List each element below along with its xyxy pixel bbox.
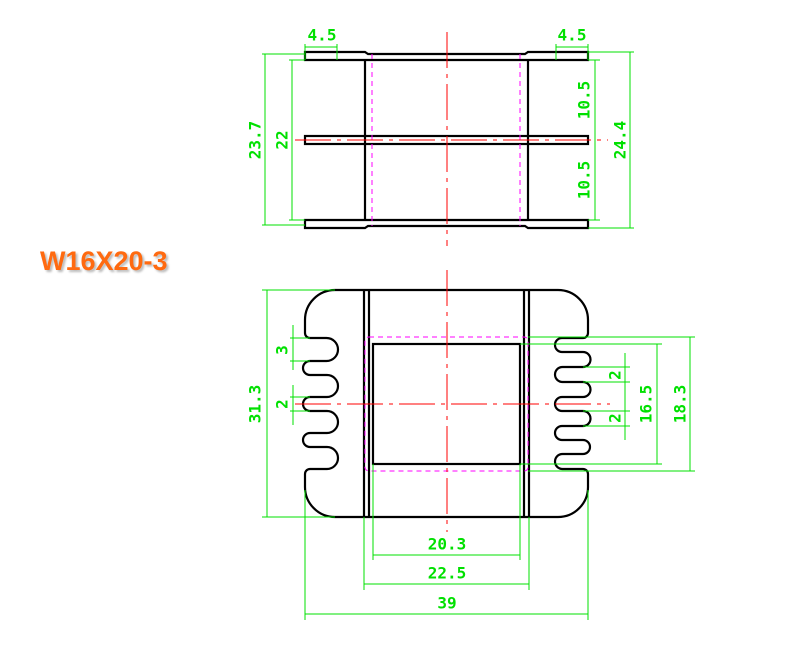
dim-slot-gap: 2 — [273, 399, 292, 409]
dim-height: 31.3 — [246, 385, 265, 424]
dimension-lines — [262, 289, 695, 620]
dim-right-gap-upper: 2 — [606, 370, 625, 380]
dim-inner-height: 22 — [273, 130, 292, 149]
bottom-flange — [303, 218, 590, 230]
bobbin-body-outline — [301, 288, 592, 519]
top-view: 4.5 4.5 23.7 22 10.5 10.5 24.4 — [246, 26, 634, 246]
dim-flange-left: 4.5 — [308, 26, 337, 45]
dim-window-height: 16.5 — [637, 385, 656, 424]
dim-core-height: 18.3 — [671, 385, 690, 424]
dimension-lines — [262, 44, 634, 229]
dim-outer-height-right: 24.4 — [611, 121, 630, 160]
dim-upper-section: 10.5 — [575, 81, 594, 120]
dim-flange-spacing: 22.5 — [428, 564, 467, 583]
bottom-view: 31.3 3 2 2 2 16.5 18.3 20.3 22.5 39 — [246, 270, 695, 620]
dim-window-width: 20.3 — [428, 535, 467, 554]
dim-outer-height-left: 23.7 — [246, 121, 265, 160]
dim-slot-pitch: 3 — [273, 345, 292, 355]
top-flange — [303, 50, 590, 62]
dim-right-gap-lower: 2 — [606, 413, 625, 423]
dim-overall-width: 39 — [437, 594, 456, 613]
dim-flange-right: 4.5 — [558, 26, 587, 45]
dim-lower-section: 10.5 — [575, 161, 594, 200]
part-number-title: W16X20-3 — [40, 246, 168, 276]
